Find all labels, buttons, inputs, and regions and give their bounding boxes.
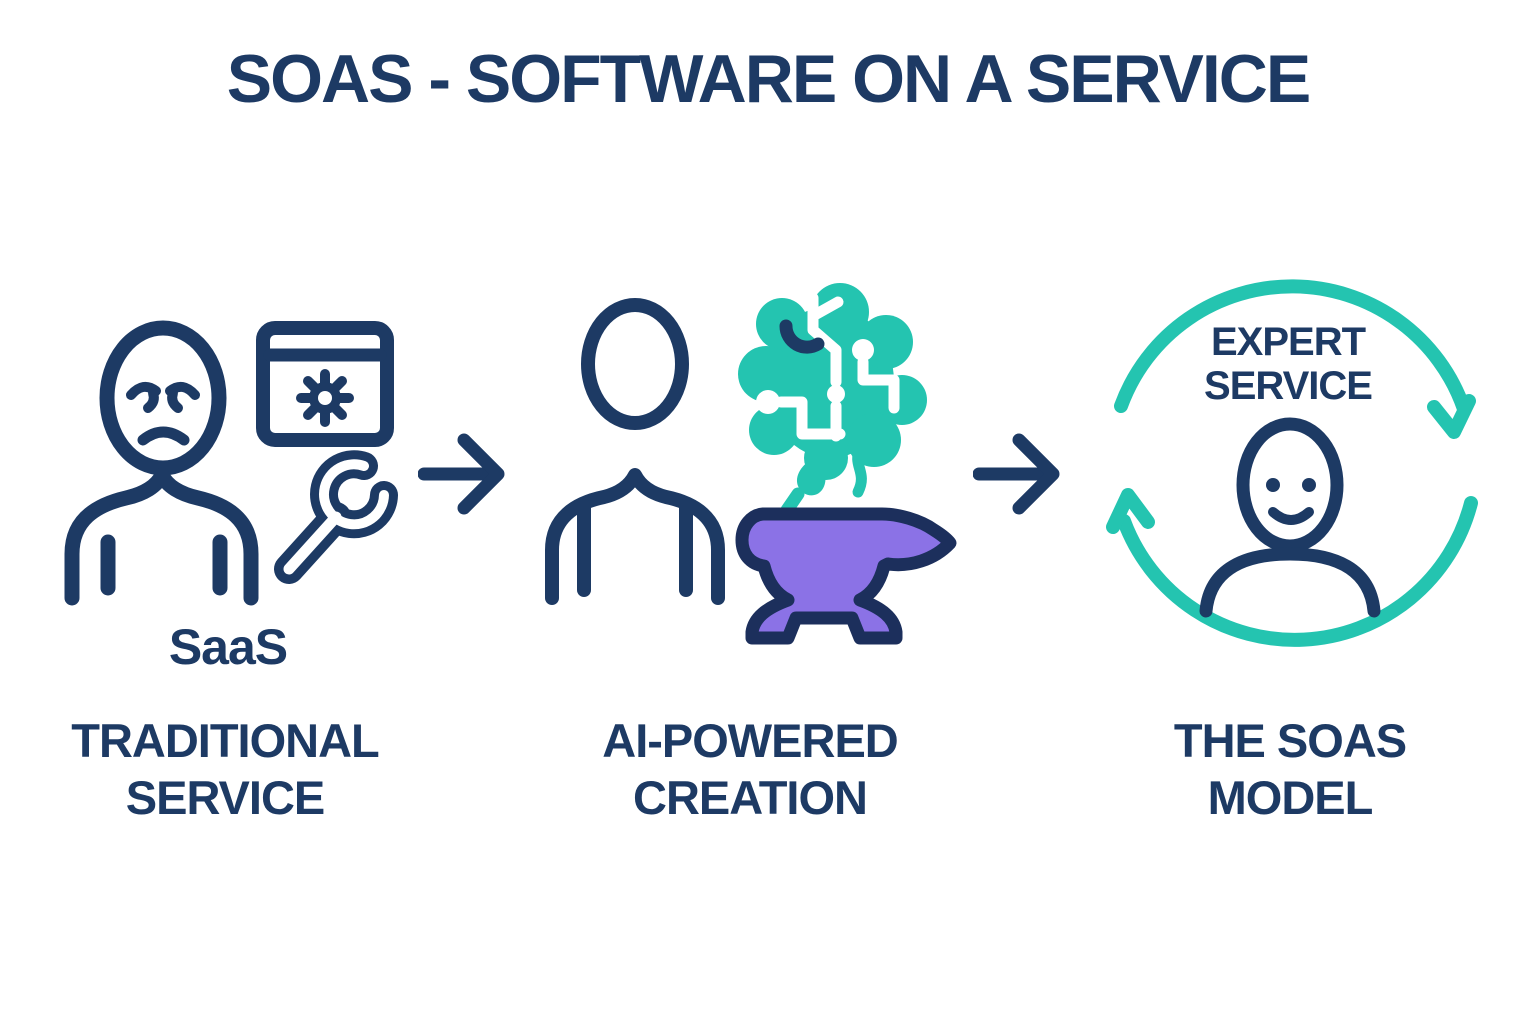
ai-powered-creation-illustration [545,283,957,645]
badge-line: EXPERT [1210,320,1366,364]
ai-brain-circuit-icon [738,283,927,498]
circuit-traces [756,292,900,442]
traditional-service-illustration [64,320,398,606]
cycle-arrows-and-user [1106,279,1478,647]
sparks-icon [780,458,826,517]
arrow-right-icon [973,433,1060,515]
cycle-arrows-icon [1106,279,1478,647]
page-title: SOAS - SOFTWARE ON A SERVICE [226,41,1312,117]
caption-ai-powered-creation: AI-POWERED CREATION [550,712,950,826]
caption-line: AI-POWERED [602,714,899,767]
gear-icon [296,369,354,427]
caption-line: SERVICE [125,771,326,824]
brain-stem [852,442,867,498]
caption-line: TRADITIONAL [71,714,380,767]
caption-traditional-service: TRADITIONAL SERVICE [25,712,425,826]
frustrated-user-icon [64,320,259,606]
badge-line: SERVICE [1204,364,1373,408]
soas-model-illustration: EXPERT SERVICE [1098,266,1478,676]
wrench-icon [274,450,398,584]
saas-label: SaaS [168,619,288,675]
app-window-gear-icon [256,321,394,447]
happy-user-icon [1199,417,1381,618]
caption-soas-model: THE SOAS MODEL [1090,712,1490,826]
caption-line: THE SOAS [1173,714,1407,767]
caption-line: MODEL [1207,771,1374,824]
user-icon [545,298,725,605]
arrow-right-icon [418,433,505,515]
expert-service-badge: EXPERT SERVICE [1098,320,1478,408]
caption-line: CREATION [633,771,868,824]
anvil-icon [735,507,957,645]
